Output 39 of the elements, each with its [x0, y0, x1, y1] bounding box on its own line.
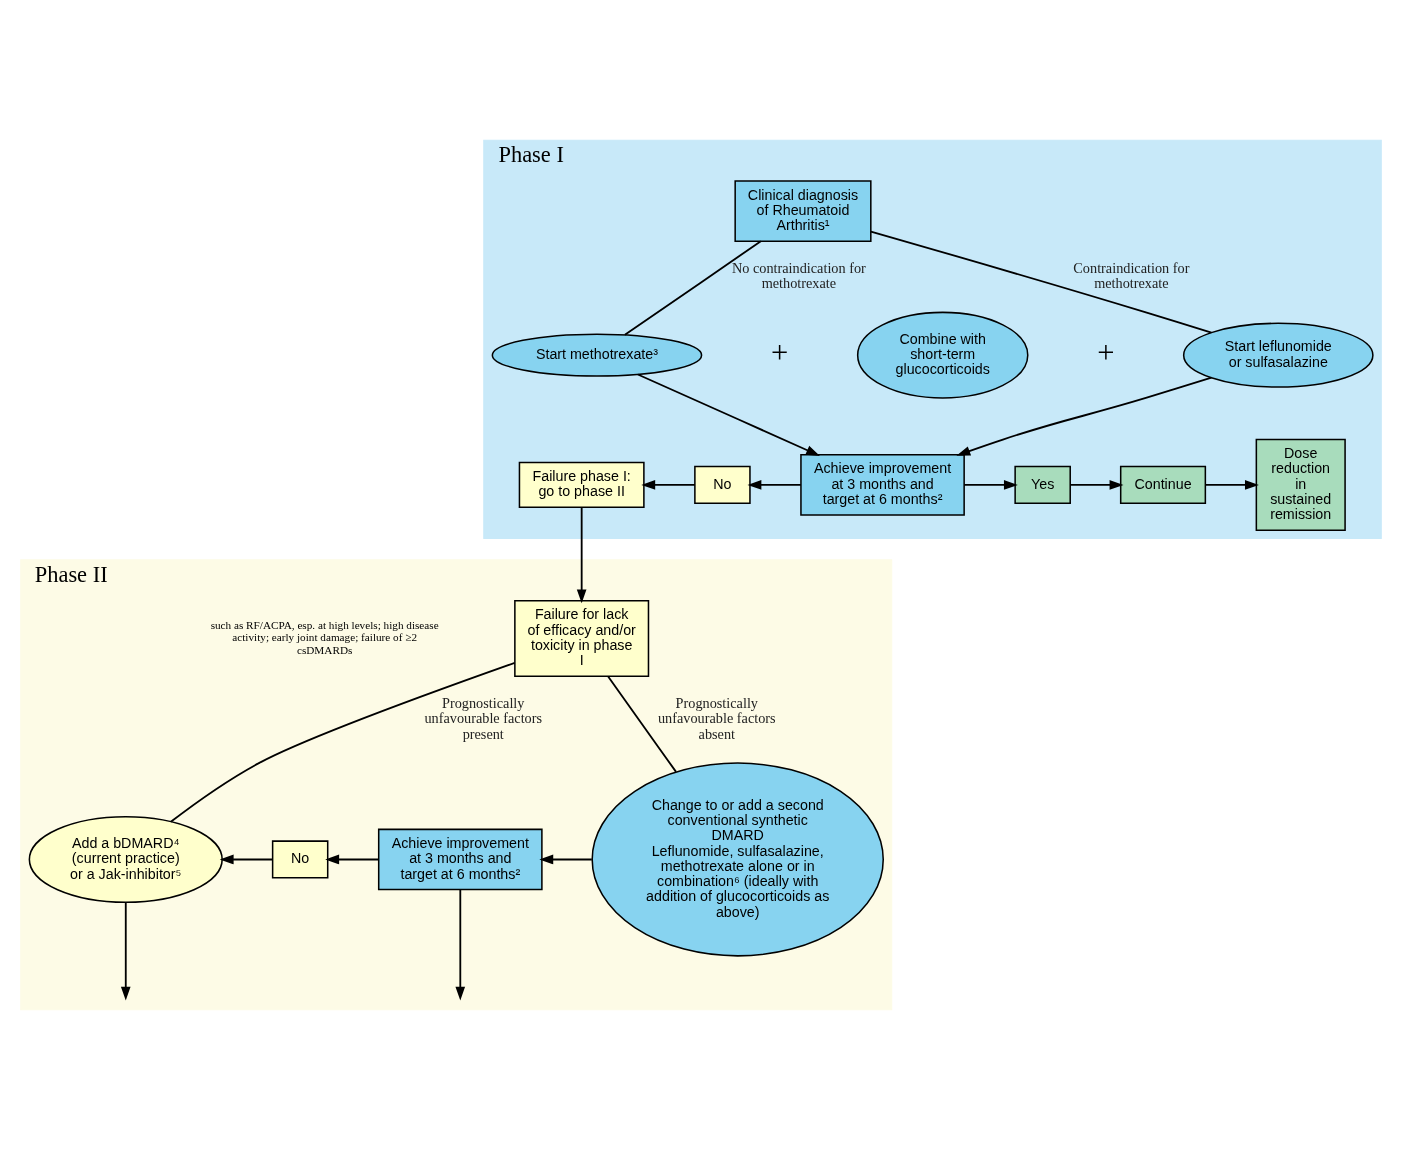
node-box: Failure for lack of efficacy and/or toxicity in phase I: [514, 599, 650, 677]
arrow: [747, 480, 802, 490]
edge-label: No contraindication for methotrexate: [731, 260, 866, 292]
arrow: [576, 506, 587, 604]
arrow: [1069, 480, 1124, 490]
arrow: [539, 854, 593, 865]
node-box: Yes: [1014, 465, 1071, 505]
connector: [607, 675, 677, 773]
node-box: Clinical diagnosis of Rheumatoid Arthritis¹: [734, 180, 872, 242]
arrow: [219, 854, 274, 865]
edge-label: Prognostically unfavourable factors absent: [657, 694, 776, 742]
node-ellipse: Add a bDMARD⁴ (current practice) or a Jak-inhibitor⁵: [28, 815, 223, 903]
arrow: [120, 901, 131, 1001]
connector: [870, 230, 1213, 334]
node-ellipse: Start leflunomide or sulfasalazine: [1182, 322, 1374, 388]
node-box: No: [271, 840, 329, 879]
node-box: Failure phase I: go to phase II: [518, 461, 645, 509]
node-ellipse: Start methotrexate³: [491, 333, 703, 377]
node-ellipse: Change to or add a second conventional synthetic DMARD Leflunomide, sulfasalazine, methotrexate alone or in combination⁶ (ideally with addition of glucocorticoids as above): [591, 762, 884, 957]
arrow: [956, 376, 1213, 456]
label: +: [1097, 335, 1115, 370]
node-ellipse: Combine with short-term glucocorticoids: [856, 311, 1029, 399]
connector: [624, 240, 762, 336]
arrow: [455, 888, 466, 1001]
connector: [169, 661, 516, 823]
arrow: [636, 373, 820, 456]
label: such as RF/ACPA, esp. at high levels; high disease activity; early joint damage; failure of ≥2 csDMARDs: [210, 619, 439, 656]
arrow: [641, 480, 696, 490]
node-box: Continue: [1119, 465, 1207, 505]
edge-label: Prognostically unfavourable factors present: [424, 694, 543, 742]
arrow: [963, 480, 1018, 490]
label: +: [770, 335, 789, 370]
edge-label: Contraindication for methotrexate: [1073, 260, 1190, 292]
arrow: [325, 854, 380, 865]
arrow: [1204, 480, 1259, 490]
node-box: Achieve improvement at 3 months and target at 6 months²: [377, 828, 543, 891]
node-box: No: [694, 465, 751, 505]
node-box: Dose reduction in sustained remission: [1255, 438, 1346, 532]
node-box: Achieve improvement at 3 months and target at 6 months²: [800, 454, 965, 516]
